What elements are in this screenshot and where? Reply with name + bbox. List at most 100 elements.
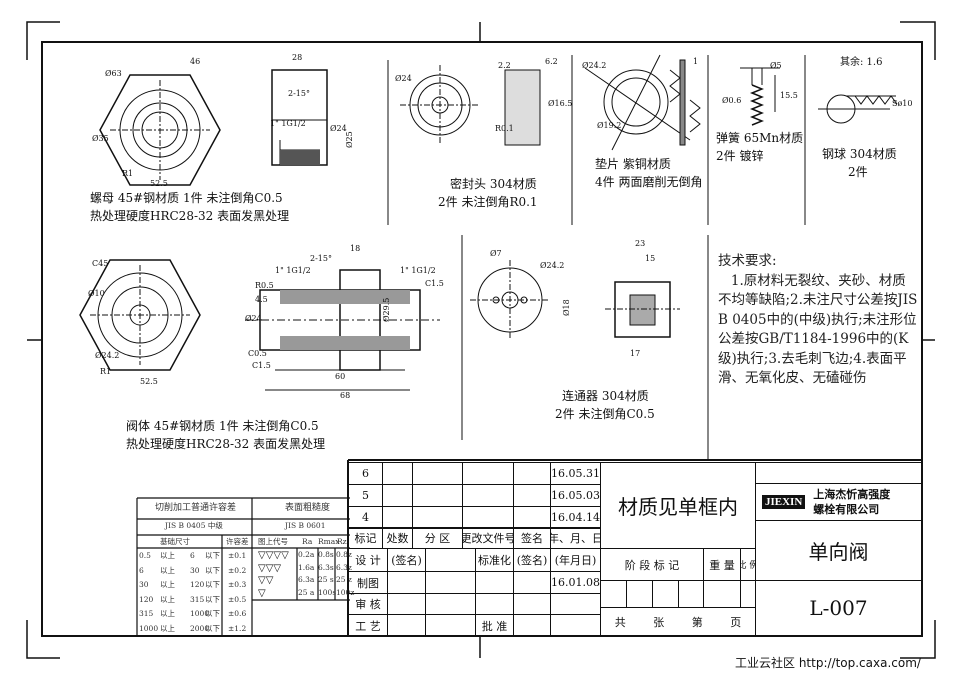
tolerance-cell: 315 xyxy=(190,594,205,604)
spring-drawing xyxy=(740,67,780,126)
sheet-no-label: 第 xyxy=(691,615,703,629)
revision-header: 分 区 xyxy=(412,527,463,549)
dim: 60 xyxy=(335,372,346,381)
signature-cell xyxy=(513,571,551,594)
revision-header: 更改文件号 xyxy=(462,527,514,549)
revision-cell xyxy=(462,484,514,507)
tolerance-cell: 以下 xyxy=(205,580,220,589)
roughness-cell: 0.2a xyxy=(298,550,315,559)
dim: Ø63 xyxy=(105,69,122,78)
revision-cell: 4 xyxy=(348,506,383,529)
valve-body-label: 阀体 45#钢材质 1件 未注倒角C0.5 xyxy=(126,419,319,433)
sheet-unit-label: 张 xyxy=(653,615,665,629)
dim: R1 xyxy=(100,367,112,376)
tolerance-cell: 30 xyxy=(190,565,200,575)
dim: 2-15° xyxy=(310,254,332,263)
tolerance-cell: 1000 xyxy=(190,609,210,618)
tolerance-cell: 以下 xyxy=(205,594,220,604)
signature-cell xyxy=(387,614,426,637)
weight: 重 量 xyxy=(703,548,741,581)
tolerance-cell: 30 xyxy=(139,580,149,589)
tolerance-cell: 120 xyxy=(139,594,154,604)
signature-cell xyxy=(550,614,601,637)
tolerance-standard: JIS B 0405 中级 xyxy=(165,521,223,530)
roughness-cell: 1.6a xyxy=(298,562,315,572)
company-name: 上海杰忻高强度 螺栓有限公司 xyxy=(813,488,891,516)
stage-box xyxy=(600,580,627,608)
roughness-cell: 0.8z xyxy=(336,550,352,559)
tolerance-cell: 120 xyxy=(190,580,205,589)
tolerance-cell: ±0.5 xyxy=(228,594,247,604)
tolerance-cell: 以下 xyxy=(205,609,220,618)
dim: 1" 1G1/2 xyxy=(275,266,311,275)
dim: Ø24.2 xyxy=(582,61,607,70)
dim: 46 xyxy=(190,57,201,66)
tolerance-cell: 以下 xyxy=(205,565,220,575)
tolerance-cell: 2000 xyxy=(190,623,210,633)
roughness-cell: 25 s xyxy=(318,575,334,584)
dim: 23 xyxy=(635,239,646,248)
dim: Ø35 xyxy=(92,134,109,143)
ball-label-2: 2件 xyxy=(848,165,868,179)
company-cell: JIEXIN 上海杰忻高强度 螺栓有限公司 xyxy=(755,483,922,521)
connector-label: 连通器 304材质 xyxy=(562,389,649,403)
revision-cell xyxy=(513,506,551,529)
tolerance-cell: 315 xyxy=(139,609,154,618)
page-label: 页 xyxy=(730,615,742,629)
ball-label: 钢球 304材质 xyxy=(822,147,897,161)
dim: Ø18 xyxy=(562,299,571,316)
dim: 6.2 xyxy=(545,57,558,66)
signature-cell: 制图 xyxy=(348,571,388,594)
signature-cell: 批 准 xyxy=(475,614,514,637)
dim: C0.5 xyxy=(248,349,267,358)
roughness-symbol: ▽▽ xyxy=(258,575,274,586)
revision-cell xyxy=(412,484,463,507)
dim: Ø0.6 xyxy=(722,96,742,105)
signature-cell: 设 计 xyxy=(348,548,388,572)
revision-cell xyxy=(412,462,463,485)
signature-cell xyxy=(550,593,601,615)
signature-cell: (签名) xyxy=(513,548,551,572)
tolerance-col-tol: 许容差 xyxy=(226,537,249,546)
revision-cell xyxy=(513,462,551,485)
signature-cell xyxy=(513,593,551,615)
roughness-header: Rz xyxy=(337,537,347,546)
dim: R0.1 xyxy=(495,124,514,133)
dim: Ø25 xyxy=(345,131,354,148)
revision-header: 处数 xyxy=(382,527,413,549)
revision-header: 签名 xyxy=(513,527,551,549)
sheet-total-label: 共 xyxy=(614,615,626,629)
revision-cell xyxy=(382,462,413,485)
dim: C1.5 xyxy=(252,361,271,370)
seal-head-drawing xyxy=(400,65,541,146)
roughness-symbol: ▽▽▽▽ xyxy=(258,550,289,561)
roughness-cell: 6.3z xyxy=(336,562,352,572)
stage-box xyxy=(678,580,704,608)
dim: 1 xyxy=(693,57,699,66)
valve-body-label-2: 热处理硬度HRC28-32 表面发黑处理 xyxy=(126,437,326,451)
tolerance-cell: 以上 xyxy=(160,565,175,575)
dim: 1" 1G1/2 xyxy=(270,119,306,128)
dim: Ø10 xyxy=(88,289,105,298)
stage-box xyxy=(626,580,653,608)
signature-cell xyxy=(475,571,514,594)
dim: Ø24 xyxy=(395,74,412,83)
tolerance-cell: ±0.1 xyxy=(228,551,247,560)
watermark: 工业云社区 http://top.caxa.com/ xyxy=(735,656,921,670)
revision-header: 标记 xyxy=(348,527,383,549)
dim: 52.5 xyxy=(150,179,168,188)
dim: 15 xyxy=(645,254,656,263)
sheet-info: 共 张 第 页 xyxy=(600,607,756,636)
tolerance-cell: 以上 xyxy=(160,594,175,604)
tolerance-cell: 1000 xyxy=(139,623,159,633)
seal-head-label-2: 2件 未注倒角R0.1 xyxy=(438,195,538,209)
dim: Sø10 xyxy=(892,99,913,108)
dim: Ø24 xyxy=(245,314,262,323)
dim: Ø24.2 xyxy=(95,351,120,360)
signature-cell: 标准化 xyxy=(475,548,514,572)
weight-value xyxy=(703,580,741,608)
roughness-cell: 6.3s xyxy=(318,562,334,572)
dim: R0.5 xyxy=(255,281,274,290)
part-name: 单向阀 xyxy=(755,520,922,581)
